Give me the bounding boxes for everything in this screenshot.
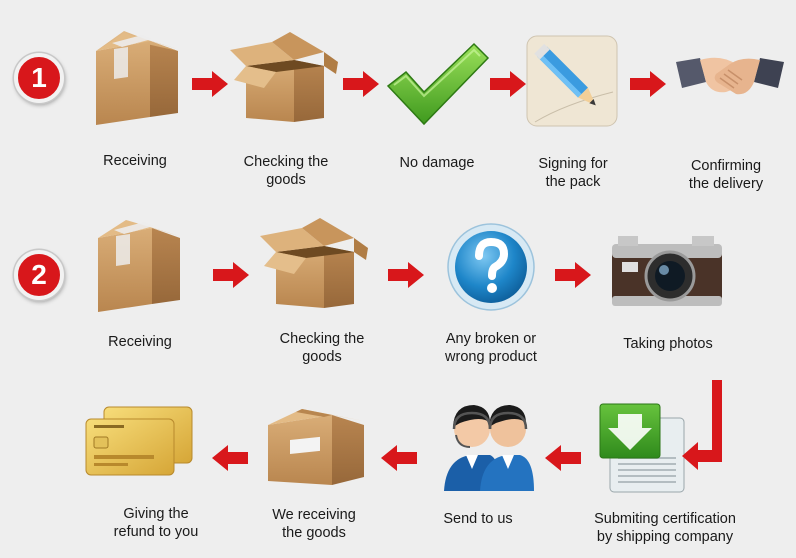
download-certificate-icon bbox=[599, 403, 685, 493]
pencil-signing-icon bbox=[526, 35, 618, 127]
green-checkmark-icon bbox=[386, 42, 490, 126]
label-no-damage: No damage bbox=[399, 155, 475, 171]
question-mark-icon bbox=[447, 223, 535, 311]
handshake-icon bbox=[676, 57, 784, 95]
arrow-right-icon bbox=[490, 71, 526, 97]
label-receiving-1: Receiving bbox=[103, 153, 167, 169]
step-1-badge: 1 bbox=[14, 53, 64, 103]
closed-box-icon bbox=[268, 409, 364, 485]
camera-icon bbox=[612, 236, 722, 306]
arrow-left-icon bbox=[545, 445, 581, 471]
open-box-icon bbox=[260, 218, 368, 308]
customer-support-icon bbox=[444, 405, 534, 491]
label-taking-photos: Taking photos bbox=[623, 336, 713, 352]
arrow-right-icon bbox=[213, 262, 249, 288]
arrow-left-icon bbox=[381, 445, 417, 471]
arrow-right-icon bbox=[630, 71, 666, 97]
arrow-down-left-icon bbox=[682, 380, 722, 470]
open-box-icon bbox=[230, 32, 338, 122]
arrow-right-icon bbox=[388, 262, 424, 288]
credit-card-icon bbox=[85, 406, 193, 476]
label-receiving-2: Receiving bbox=[108, 334, 172, 350]
closed-box-icon bbox=[96, 31, 178, 125]
arrow-right-icon bbox=[192, 71, 228, 97]
arrow-right-icon bbox=[343, 71, 379, 97]
closed-box-icon bbox=[98, 220, 180, 312]
arrow-left-icon bbox=[212, 445, 248, 471]
step-2-badge: 2 bbox=[14, 250, 64, 300]
label-send-to-us: Send to us bbox=[443, 511, 513, 527]
arrow-right-icon bbox=[555, 262, 591, 288]
